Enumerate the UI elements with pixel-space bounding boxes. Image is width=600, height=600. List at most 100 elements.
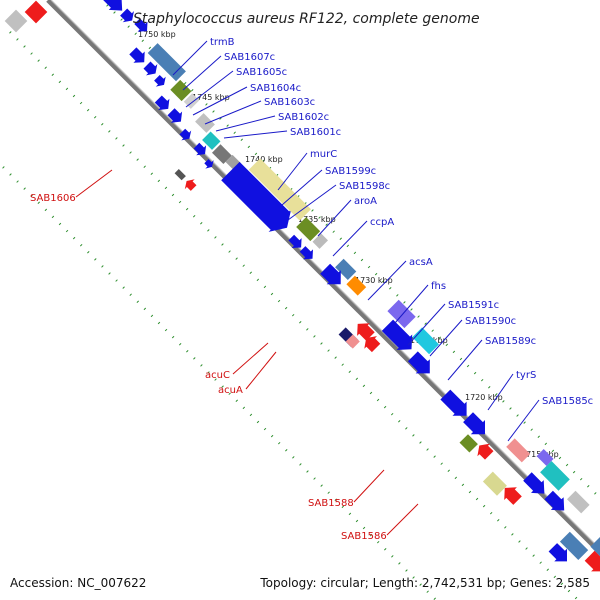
gene-arrow[interactable] xyxy=(590,537,600,568)
gene-label[interactable]: SAB1601c xyxy=(290,127,341,138)
kbp-label: 1720 kbp xyxy=(465,393,503,402)
kbp-label: 1740 kbp xyxy=(245,155,283,164)
gene-arrow[interactable] xyxy=(548,543,567,562)
gene-arrow[interactable] xyxy=(559,531,589,560)
gene-label[interactable]: SAB1589c xyxy=(485,336,536,347)
gene-label[interactable]: SAB1606 xyxy=(30,193,76,204)
gene-leader-line xyxy=(277,152,308,191)
gene-arrow[interactable] xyxy=(540,461,570,491)
gene-leader-line xyxy=(232,342,269,375)
gene-arrow[interactable] xyxy=(170,79,192,102)
gene-arrow[interactable] xyxy=(387,299,416,329)
gene-label[interactable]: SAB1598c xyxy=(339,181,390,192)
gene-label[interactable]: SAB1602c xyxy=(278,112,329,123)
gene-arrow[interactable] xyxy=(299,246,313,260)
gene-leader-line xyxy=(407,303,446,346)
gene-arrow[interactable] xyxy=(288,234,302,248)
gene-label[interactable]: ccpA xyxy=(370,217,394,228)
gene-arrow[interactable] xyxy=(482,471,507,496)
gene-arrow[interactable] xyxy=(544,490,565,511)
gene-arrow[interactable] xyxy=(364,336,381,353)
gene-label[interactable]: acsA xyxy=(409,257,433,268)
gene-label[interactable]: acuA xyxy=(218,385,243,396)
gene-arrow[interactable] xyxy=(154,75,166,87)
gene-leader-line xyxy=(245,351,277,390)
gene-arrow[interactable] xyxy=(463,412,485,435)
gene-arrow[interactable] xyxy=(134,18,148,32)
gene-arrow[interactable] xyxy=(143,61,158,76)
gene-arrow[interactable] xyxy=(296,217,321,242)
gene-block[interactable] xyxy=(4,9,28,33)
gene-label[interactable]: SAB1585c xyxy=(542,396,593,407)
gene-label[interactable]: aroA xyxy=(354,196,377,207)
gene-leader-line xyxy=(223,130,288,139)
gene-arrow[interactable] xyxy=(183,93,200,109)
gene-arrow[interactable] xyxy=(523,472,545,494)
gene-label[interactable]: murC xyxy=(310,149,337,160)
gene-leader-line xyxy=(353,469,385,503)
gene-arrow[interactable] xyxy=(193,142,207,156)
gene-arrow[interactable] xyxy=(440,389,467,416)
gene-label[interactable]: SAB1590c xyxy=(465,316,516,327)
gene-leader-line xyxy=(447,339,483,381)
gene-leader-line xyxy=(215,115,276,132)
gene-label[interactable]: SAB1588 xyxy=(308,498,354,509)
gene-features xyxy=(4,0,600,572)
gene-label[interactable]: SAB1599c xyxy=(325,166,376,177)
gene-leader-line xyxy=(386,503,419,536)
accession-text: Accession: NC_007622 xyxy=(10,576,147,590)
gene-arrow[interactable] xyxy=(97,0,123,11)
gene-arrow[interactable] xyxy=(381,319,413,350)
gene-arrow[interactable] xyxy=(584,550,600,572)
gene-label[interactable]: SAB1591c xyxy=(448,300,499,311)
gene-arrow[interactable] xyxy=(459,434,478,453)
gene-arrow[interactable] xyxy=(129,47,145,63)
gene-arrow[interactable] xyxy=(412,327,439,355)
gene-arrow[interactable] xyxy=(179,128,192,141)
gene-leader-line xyxy=(192,86,248,116)
gene-arrow[interactable] xyxy=(184,179,197,191)
gene-arrow[interactable] xyxy=(504,487,522,505)
gene-label[interactable]: SAB1586 xyxy=(341,531,387,542)
gene-label[interactable]: SAB1603c xyxy=(264,97,315,108)
gene-arrow[interactable] xyxy=(335,258,357,280)
topology-text: Topology: circular; Length: 2,742,531 bp… xyxy=(260,576,590,590)
gene-arrow[interactable] xyxy=(204,159,214,169)
gene-arrow[interactable] xyxy=(506,438,531,463)
gene-label[interactable]: trmB xyxy=(210,37,235,48)
gene-arrow[interactable] xyxy=(407,351,430,374)
gene-block[interactable] xyxy=(24,0,48,24)
gene-arrow[interactable] xyxy=(536,449,554,466)
gene-arrow[interactable] xyxy=(154,95,170,111)
gene-leader-line xyxy=(185,70,234,108)
gene-label[interactable]: acuC xyxy=(205,370,230,381)
gene-leader-line xyxy=(507,399,540,442)
gene-label[interactable]: SAB1607c xyxy=(224,52,275,63)
gene-arrow[interactable] xyxy=(357,323,375,341)
gene-leader-line xyxy=(429,319,463,357)
gene-labels: trmB SAB1607cSAB1605cSAB1604cSAB1603cSAB1… xyxy=(30,37,593,542)
gene-arrow[interactable] xyxy=(174,169,186,181)
gene-arrow[interactable] xyxy=(167,108,183,123)
gene-label[interactable]: SAB1605c xyxy=(236,67,287,78)
gene-arrow[interactable] xyxy=(195,113,215,133)
gene-label[interactable]: tyrS xyxy=(516,370,536,381)
gene-arrow[interactable] xyxy=(212,144,232,164)
gene-arrow[interactable] xyxy=(312,233,329,249)
gene-arrow[interactable] xyxy=(248,158,311,221)
gene-arrow[interactable] xyxy=(221,161,292,232)
gene-label[interactable]: SAB1604c xyxy=(250,83,301,94)
gene-arrow[interactable] xyxy=(346,275,367,296)
gene-arrow[interactable] xyxy=(320,263,341,285)
gene-arrow[interactable] xyxy=(120,8,134,23)
gene-leader-line xyxy=(172,40,208,76)
gene-arrow[interactable] xyxy=(345,334,360,349)
gene-arrow[interactable] xyxy=(202,131,221,150)
gene-arrow[interactable] xyxy=(147,43,186,82)
gene-leader-line xyxy=(182,55,222,91)
gene-label[interactable]: fhs xyxy=(431,281,446,292)
gene-arrow[interactable] xyxy=(567,490,590,514)
gene-arrow[interactable] xyxy=(477,443,494,460)
